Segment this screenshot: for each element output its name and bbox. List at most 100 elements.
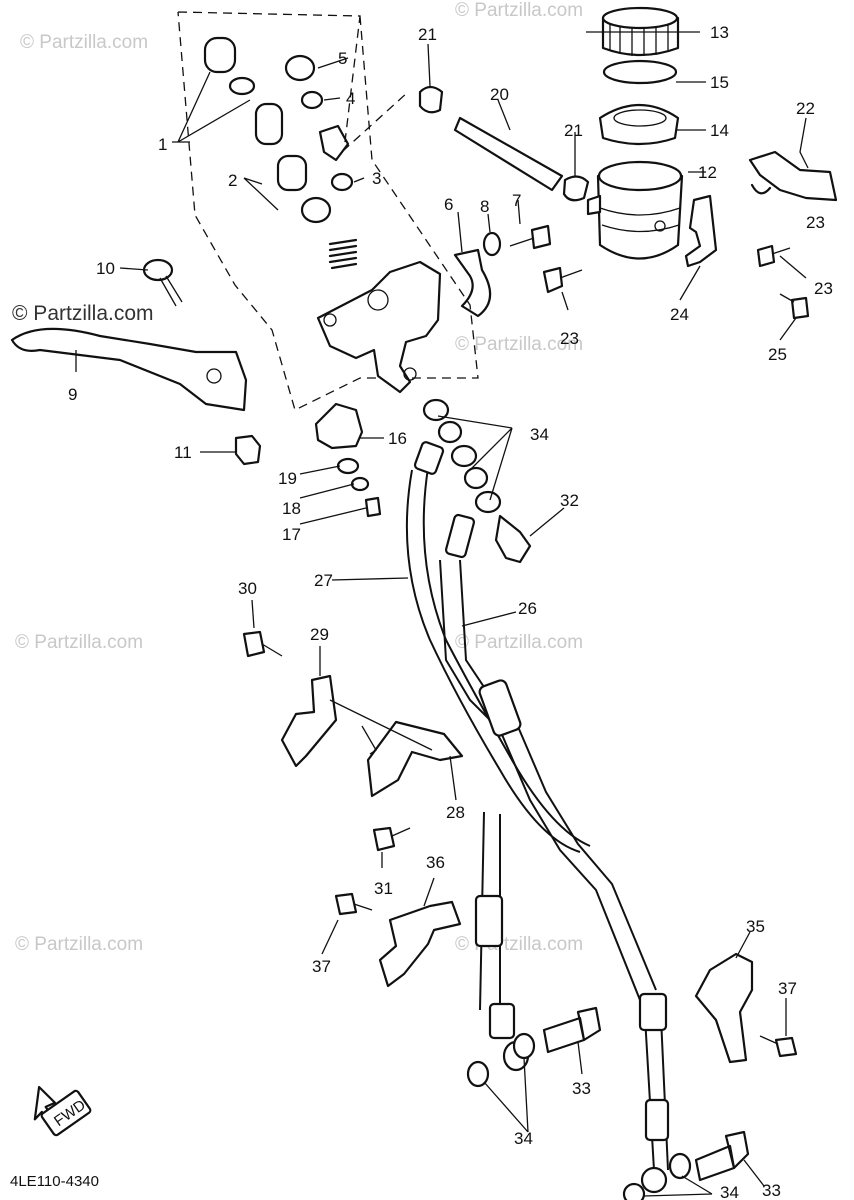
callout: 18: [282, 499, 301, 518]
washer-19: [336, 457, 360, 475]
arrow: [361, 725, 377, 755]
boot-5: [284, 54, 316, 82]
o-ring-3: [330, 172, 354, 192]
callout: 3: [372, 169, 381, 188]
callout: 32: [560, 491, 579, 510]
callout: 1: [158, 135, 167, 154]
reservoir-tank: [586, 160, 684, 260]
bolt-31: [372, 826, 396, 852]
reservoir-cap: [601, 6, 680, 57]
banjo-fitting: [640, 1166, 668, 1194]
callout: 8: [480, 197, 489, 216]
callout: 9: [68, 385, 77, 404]
callout: 35: [746, 917, 765, 936]
callout: 34: [720, 1183, 739, 1200]
screw-17: [364, 496, 382, 518]
hose-clip-lower: [562, 175, 590, 202]
callout: 34: [530, 425, 549, 444]
callout: 22: [796, 99, 815, 118]
diaphragm-plate: [602, 59, 678, 85]
leader-lines: [75, 31, 809, 1197]
screw-25: [779, 293, 810, 320]
diagram-code: 4LE110-4340: [10, 1173, 99, 1190]
pivot-bolt: [142, 258, 183, 307]
washer-34-lower-right: [668, 1152, 692, 1180]
hose-fitting: [444, 513, 476, 559]
callout: 24: [670, 305, 689, 324]
callout: 21: [418, 25, 437, 44]
hose-holder-35: [694, 952, 754, 1064]
union-bolt-32: [494, 514, 532, 564]
copper-washers-top: [422, 398, 502, 514]
callout: 33: [762, 1181, 781, 1200]
watermark: © Partzilla.com: [455, 334, 583, 355]
callout: 2: [228, 171, 237, 190]
callout: 15: [710, 73, 729, 92]
callout: 37: [778, 979, 797, 998]
watermark: © Partzilla.com: [455, 934, 583, 955]
forward-arrow-icon: FWD: [33, 1085, 92, 1137]
watermark: © Partzilla.com: [15, 632, 143, 653]
washer-34-lower-left: [466, 1060, 490, 1088]
piston-kit: [203, 36, 358, 270]
watermark: © Partzilla.com: [15, 934, 143, 955]
callout: 25: [768, 345, 787, 364]
union-bolt-33-right: [694, 1130, 750, 1182]
callout: 11: [174, 443, 192, 462]
callout: 5: [338, 49, 347, 68]
watermark: © Partzilla.com: [455, 0, 583, 21]
hose-holder-29: [280, 674, 338, 768]
union-bolt-3-area: [318, 124, 350, 162]
nut-11: [234, 434, 262, 466]
washer-8: [482, 231, 502, 257]
callout: 23: [806, 213, 825, 232]
callout: 29: [310, 625, 329, 644]
watermark: © Partzilla.com: [455, 632, 583, 653]
callout: 36: [426, 853, 445, 872]
callout: 30: [238, 579, 257, 598]
callout: 6: [444, 195, 453, 214]
callout: 37: [312, 957, 331, 976]
callout: 10: [96, 259, 115, 278]
callout: 19: [278, 469, 297, 488]
callout: 23: [814, 279, 833, 298]
callout: 17: [282, 525, 301, 544]
callout: 28: [446, 803, 465, 822]
callout: 21: [564, 121, 583, 140]
master-cylinder-body: [316, 260, 442, 394]
leader-line: [329, 699, 433, 751]
bolt-30: [242, 630, 266, 658]
callout: 4: [346, 89, 355, 108]
washer-34-lower-left: [512, 1032, 536, 1060]
hose-fitting: [413, 441, 445, 475]
bolt-37-left: [334, 892, 358, 916]
hose-holder-36: [378, 900, 462, 988]
callout: 20: [490, 85, 509, 104]
watermark: © Partzilla.com: [20, 32, 148, 53]
hose-joint: [478, 679, 522, 737]
hose-fitting: [638, 992, 668, 1032]
bolt-7: [509, 224, 552, 250]
clip-4: [300, 90, 324, 110]
hose-fitting: [474, 894, 504, 948]
callout: 33: [572, 1079, 591, 1098]
hose-guide-28: [366, 720, 464, 798]
callout: 23: [560, 329, 579, 348]
diaphragm: [598, 103, 680, 146]
brake-hose-27: [405, 467, 591, 853]
bolt-37-right: [774, 1036, 798, 1058]
washer-18: [350, 476, 370, 492]
callout: 34: [514, 1129, 533, 1148]
callout: 16: [388, 429, 407, 448]
reservoir-bracket-2: [684, 194, 718, 268]
callout: 13: [710, 23, 729, 42]
master-cylinder-kit-outline: [177, 11, 479, 411]
brake-switch: [314, 402, 364, 450]
callout: 26: [518, 599, 537, 618]
callout: 14: [710, 121, 729, 140]
hose-clip-upper: [418, 85, 444, 114]
watermark-dark: © Partzilla.com: [12, 302, 154, 325]
callout: 27: [314, 571, 333, 590]
callout: 31: [374, 879, 393, 898]
